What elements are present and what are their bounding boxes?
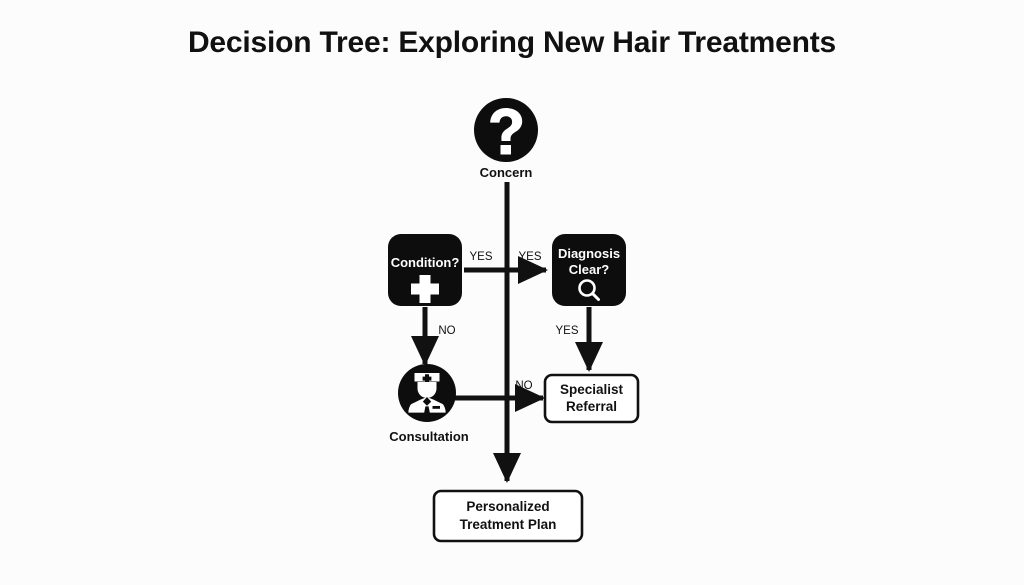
- node-label-plan-line2: Treatment Plan: [460, 517, 557, 532]
- node-shape: [552, 234, 626, 306]
- node-caption-consultation: Consultation: [389, 429, 468, 444]
- node-shape: [388, 234, 462, 306]
- node-shape: [543, 373, 640, 424]
- page-title: Decision Tree: Exploring New Hair Treatm…: [187, 26, 837, 59]
- edge-label-condition-yes-2: YES: [518, 251, 541, 263]
- question-mark-icon: [490, 108, 523, 155]
- node-label-specialist-line1: Specialist: [560, 382, 624, 397]
- edge-label-consultation-no: NO: [515, 380, 532, 392]
- node-shape: [432, 489, 584, 543]
- node-concern[interactable]: Concern: [474, 98, 538, 180]
- edge-diagnosis-yes: YES: [555, 307, 603, 373]
- node-personalized-treatment-plan[interactable]: Personalized Treatment Plan: [432, 489, 584, 543]
- edge-label-condition-yes: YES: [469, 251, 492, 263]
- node-consultation[interactable]: Consultation: [389, 364, 469, 444]
- edge-condition-no: NO: [411, 307, 456, 367]
- node-caption-concern: Concern: [480, 165, 533, 180]
- edge-label-diagnosis-yes: YES: [555, 325, 578, 337]
- doctor-icon: [408, 373, 446, 414]
- node-specialist-referral[interactable]: Specialist Referral: [543, 373, 640, 424]
- node-label-diagnosis-line2: Clear?: [569, 262, 610, 277]
- node-label-specialist-line2: Referral: [566, 399, 617, 414]
- node-condition[interactable]: Condition?: [388, 234, 462, 306]
- edge-consultation-no: NO: [455, 380, 546, 412]
- node-diagnosis[interactable]: Diagnosis Clear?: [552, 234, 626, 306]
- node-label-diagnosis-line1: Diagnosis: [558, 246, 620, 261]
- node-label-plan-line1: Personalized: [466, 499, 549, 514]
- medical-cross-icon: [411, 275, 439, 303]
- edge-condition-yes: YES YES: [464, 251, 549, 284]
- edge-label-condition-no: NO: [438, 325, 455, 337]
- node-label-condition: Condition?: [391, 255, 460, 270]
- magnifier-icon: [578, 279, 600, 301]
